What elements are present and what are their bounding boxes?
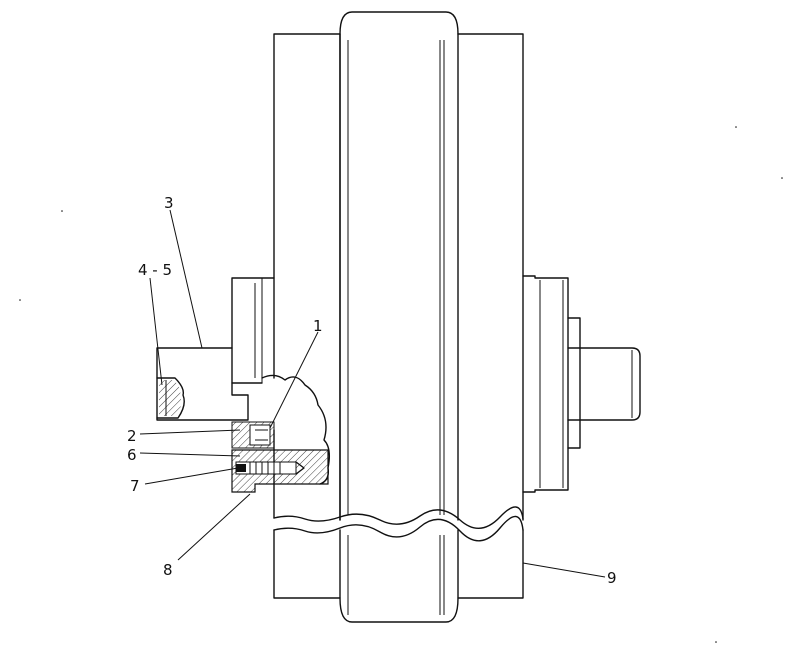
roller-shell — [273, 11, 524, 521]
callout-9: 9 — [607, 569, 617, 587]
scan-specks — [19, 126, 783, 643]
roller-lower-section — [273, 529, 524, 623]
callout-7: 7 — [130, 477, 140, 495]
callout-4-5: 4 - 5 — [138, 261, 172, 279]
callout-3: 3 — [164, 194, 174, 212]
right-shaft — [567, 347, 641, 421]
callout-6: 6 — [127, 446, 137, 464]
right-collar — [522, 275, 581, 493]
bolt-thread — [249, 462, 281, 474]
break-lines — [273, 506, 524, 542]
leader-lines — [139, 209, 606, 578]
callout-8: 8 — [163, 561, 173, 579]
left-cap-hatched — [156, 377, 185, 419]
callout-1: 1 — [313, 317, 323, 335]
callout-2: 2 — [127, 427, 137, 445]
cutaway-section — [231, 374, 331, 493]
left-collar — [156, 277, 275, 421]
